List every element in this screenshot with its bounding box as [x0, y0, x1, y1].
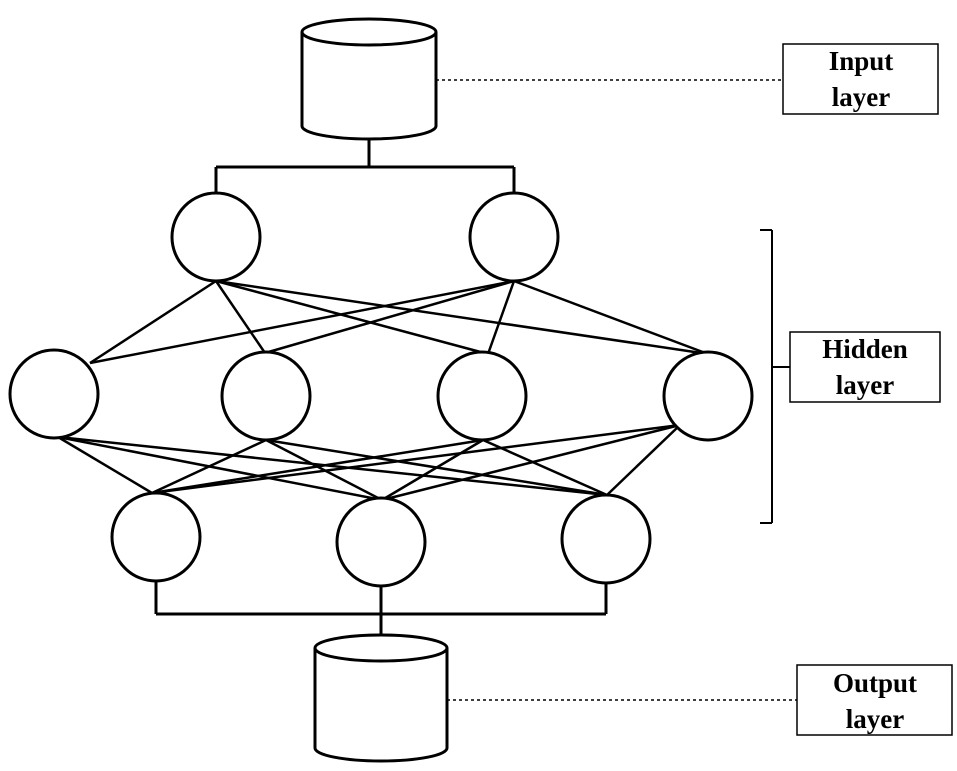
output-label-line1: Output	[833, 668, 917, 698]
node-hidden-3-1	[110, 491, 202, 583]
input-database-icon	[300, 17, 438, 141]
output-database-icon	[313, 633, 449, 763]
input-connector	[214, 139, 516, 193]
output-label-line2: layer	[846, 704, 904, 734]
input-label-line1: Input	[829, 46, 894, 76]
hidden-label-line1: Hidden	[822, 334, 908, 364]
hidden-label-line2: layer	[836, 370, 894, 400]
output-connector	[154, 581, 608, 636]
node-hidden-3-2	[335, 496, 427, 588]
node-hidden-2-4	[662, 350, 754, 442]
node-hidden-2-3	[436, 350, 528, 442]
hidden-label-box	[789, 331, 941, 403]
node-hidden-3-3	[560, 493, 652, 585]
edges-hidden-2-to-3	[57, 423, 681, 502]
input-label-box	[782, 43, 939, 115]
input-label-line2: layer	[832, 82, 890, 112]
node-hidden-2-2	[220, 350, 312, 442]
node-hidden-1-2	[468, 191, 560, 283]
node-hidden-2-1	[8, 348, 100, 440]
hidden-layer-bracket	[760, 229, 790, 524]
edges-hidden-1-to-2	[89, 279, 709, 365]
node-hidden-1-1	[170, 191, 262, 283]
output-label-box	[796, 664, 953, 736]
